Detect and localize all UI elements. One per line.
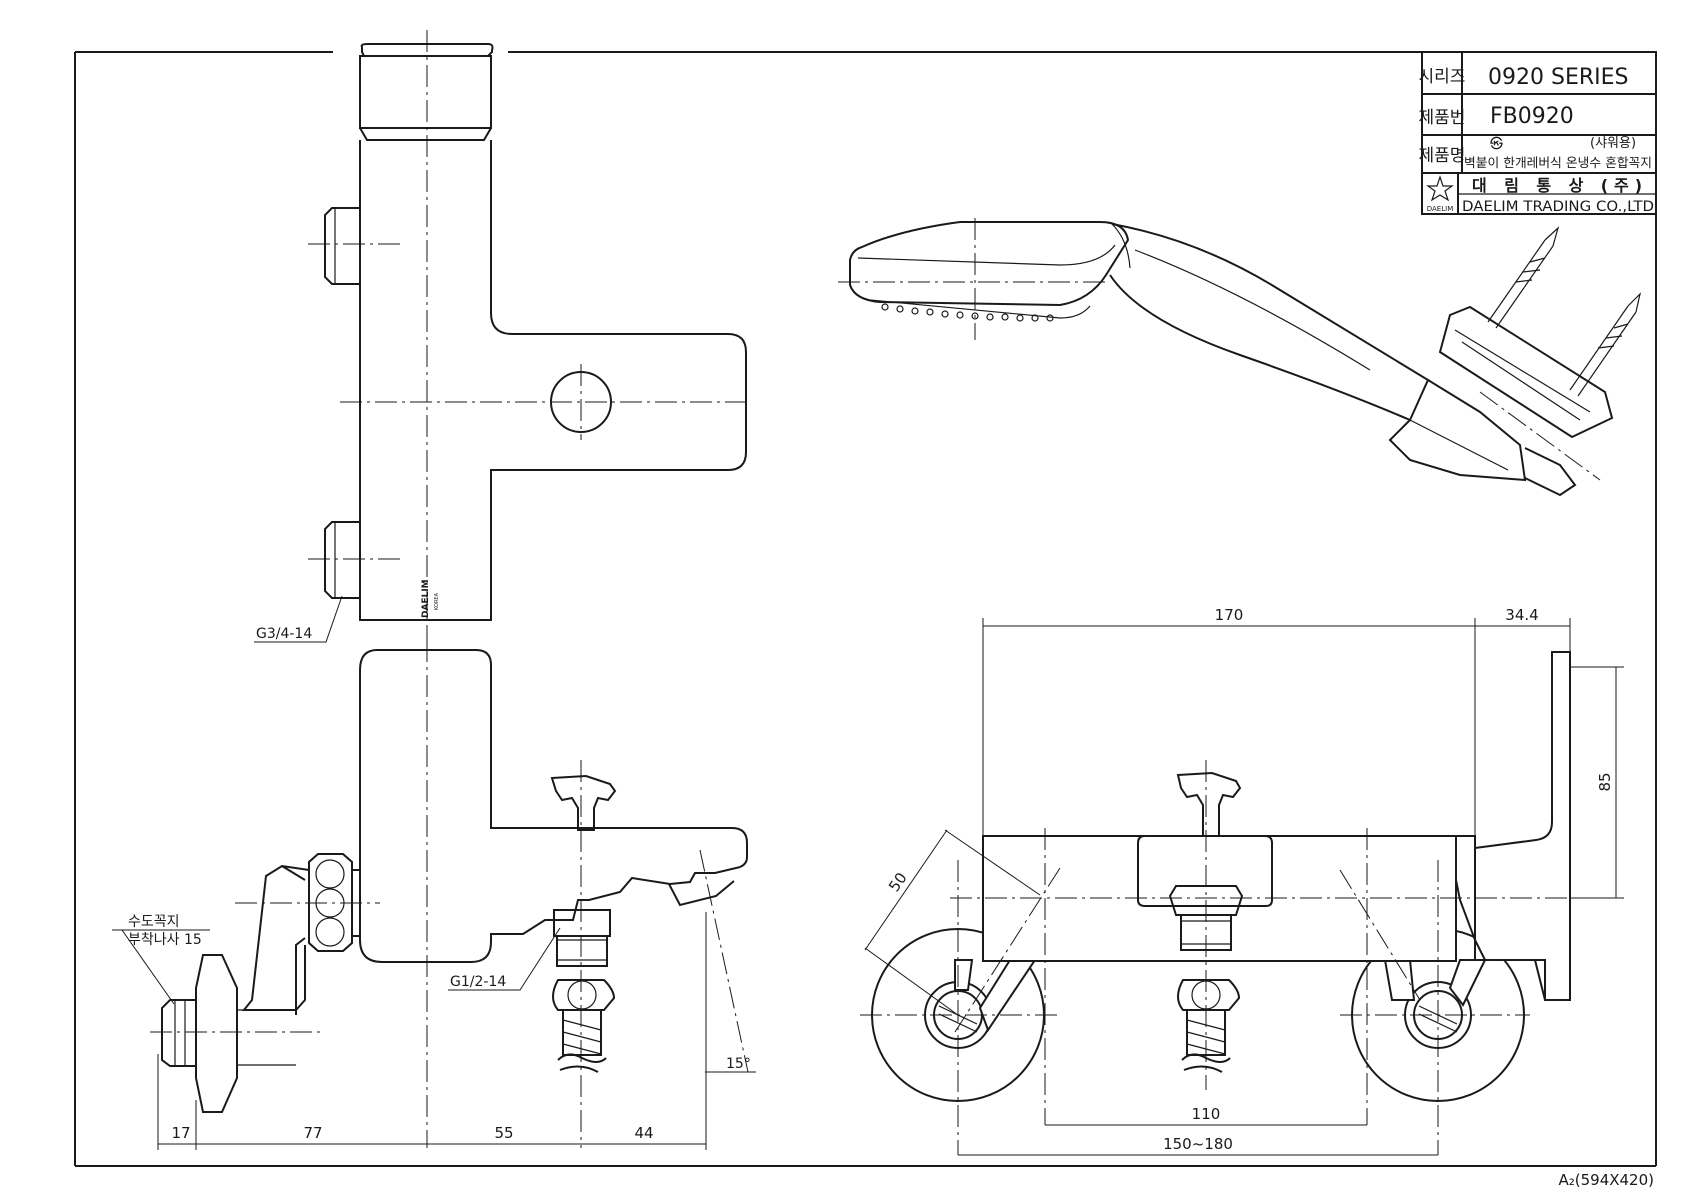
product-no-value: FB0920	[1490, 104, 1574, 129]
k-mark: ㉿	[1490, 137, 1503, 152]
side-view: G1/2-14 수도꼭지 부착나사 15 15° 17 77 55 44	[112, 640, 756, 1150]
series-label: 시리즈	[1419, 67, 1466, 87]
dim-15deg: 15°	[726, 1056, 751, 1072]
logo-text: DAELIM	[1427, 205, 1453, 213]
dim-110: 110	[1192, 1105, 1221, 1123]
shower-head	[838, 218, 1642, 497]
dim-77: 77	[303, 1124, 322, 1142]
company-en: DAELIM TRADING CO.,LTD	[1462, 199, 1654, 215]
company-kr: 대 림 통 상 (주)	[1472, 176, 1642, 195]
product-usage: (샤워용)	[1590, 136, 1636, 151]
product-name-label: 제품명	[1419, 146, 1466, 166]
faucet-conn-line1: 수도꼭지	[128, 914, 180, 930]
g34-label: G3/4-14	[256, 626, 312, 642]
dim-150-180: 150~180	[1163, 1135, 1233, 1153]
body-brand: DAELIM	[421, 579, 431, 618]
title-block: 시리즈 0920 SERIES 제품번 FB0920 제품명 ㉿ (샤워용) 벽…	[1419, 51, 1657, 215]
dim-17: 17	[171, 1124, 190, 1142]
dim-85: 85	[1596, 772, 1614, 791]
product-no-label: 제품번	[1419, 108, 1466, 128]
dim-44: 44	[634, 1124, 653, 1142]
sheet-size: A₂(594X420)	[1558, 1171, 1654, 1189]
product-name-value: 벽붙이 한개레버식 온냉수 혼합꼭지	[1464, 155, 1652, 170]
g12-label: G1/2-14	[450, 974, 506, 990]
dim-55: 55	[494, 1124, 513, 1142]
body-sub: KOREA	[434, 592, 440, 610]
front-view: 170 34.4 85 50 110 150~180	[860, 606, 1624, 1156]
top-view: DAELIM KOREA G3/4-14	[254, 30, 752, 643]
series-value: 0920 SERIES	[1488, 65, 1629, 90]
dim-34-4: 34.4	[1505, 606, 1538, 624]
dim-170: 170	[1215, 606, 1244, 624]
dim-50: 50	[885, 869, 911, 895]
faucet-conn-line2: 부착나사 15	[128, 932, 202, 948]
daelim-logo: DAELIM	[1426, 175, 1454, 213]
